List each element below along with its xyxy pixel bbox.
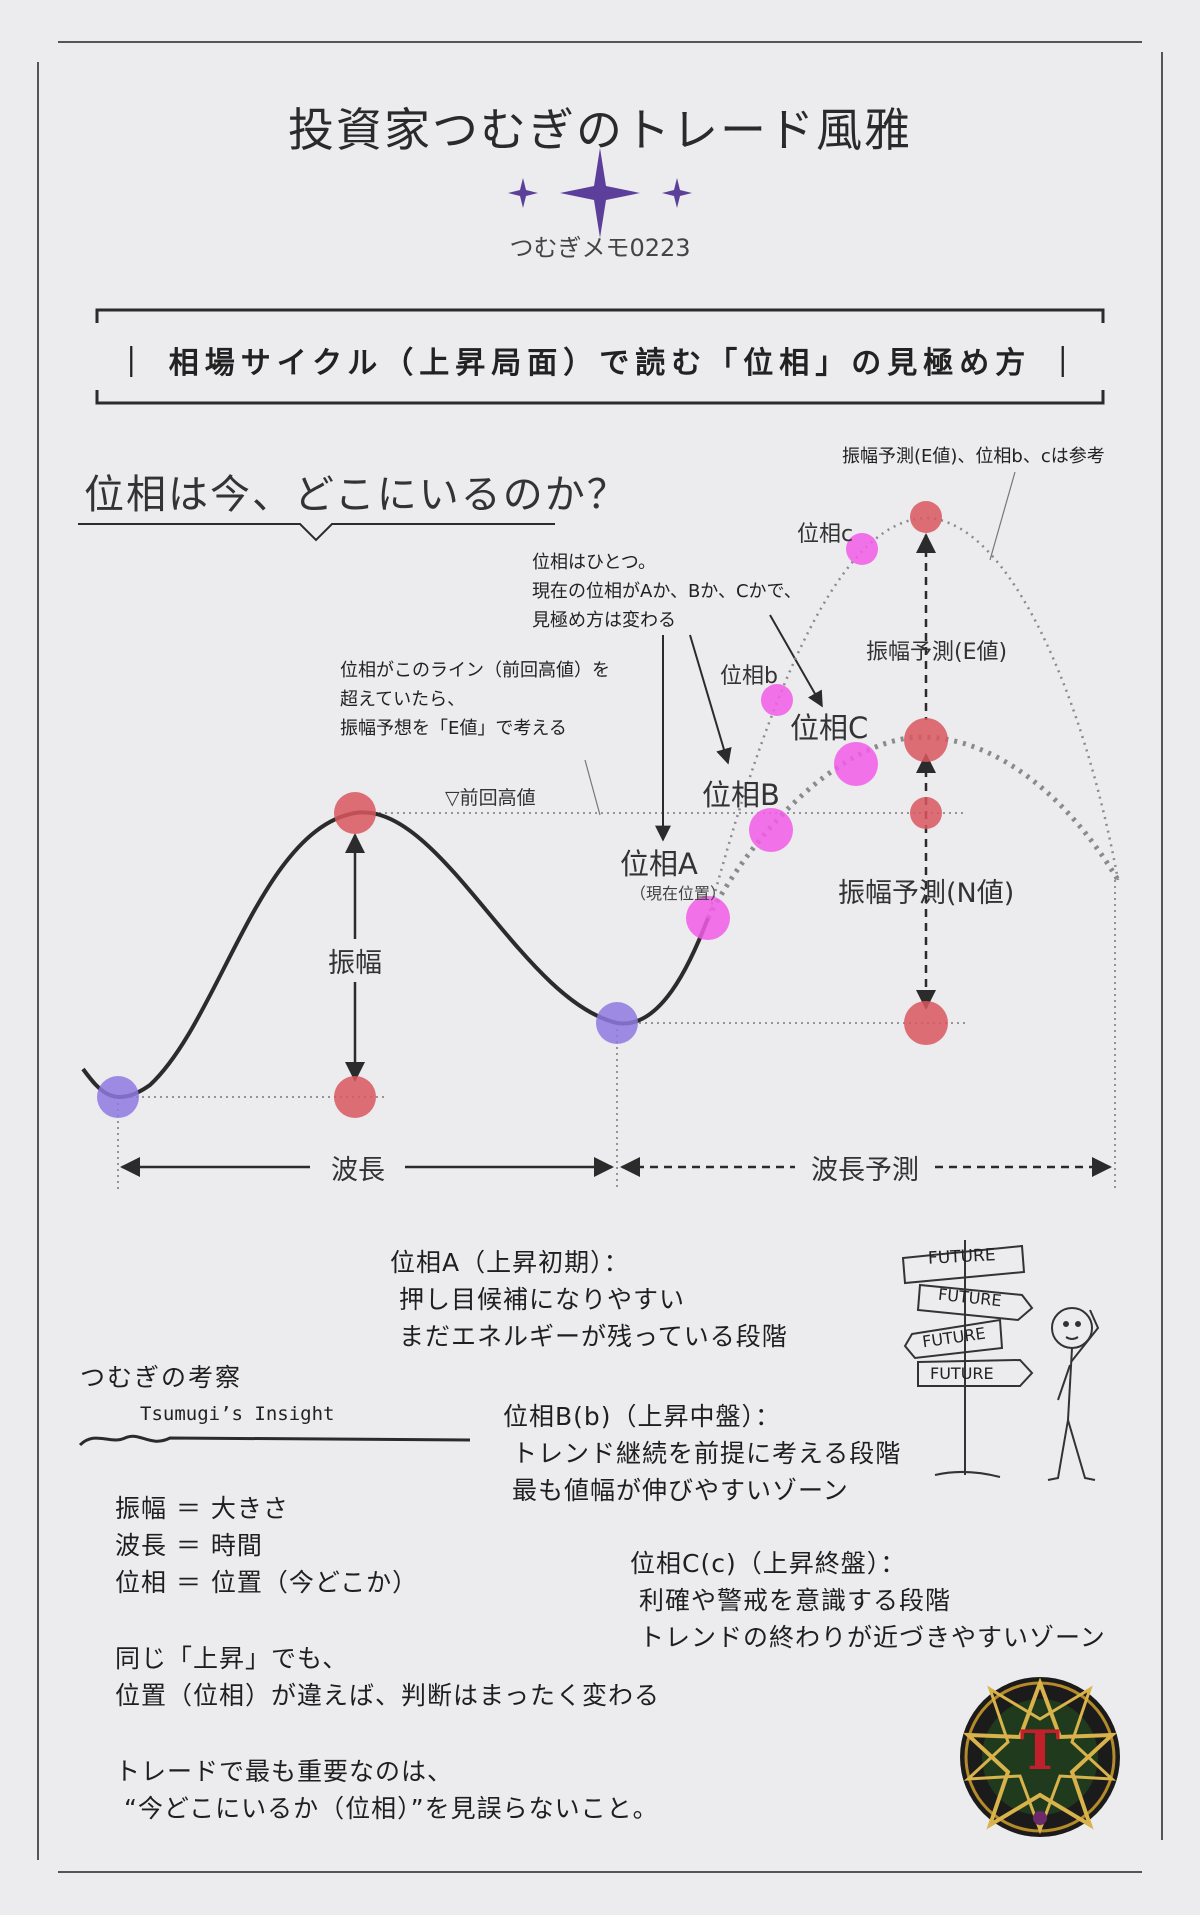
node-peak-n: [904, 718, 948, 762]
page-title: 投資家つむぎのトレード風雅: [288, 103, 912, 157]
arrow-to-phase-b: [689, 634, 732, 765]
label-wavelength: 波長: [331, 1155, 385, 1186]
prev-high-leader: [584, 759, 601, 816]
question-underline: [78, 523, 555, 542]
insight-subheading: Tsumugi’s Insight: [140, 1403, 335, 1425]
node-prev-high-proj: [910, 797, 942, 829]
subtitle-bracket-bottom: [95, 390, 1105, 405]
signpost-board-4: FUTURE: [930, 1364, 994, 1383]
insight-paragraph-2: トレードで最も重要なのは、 “今どこにいるか（位相）”を見誤らないこと。: [115, 1757, 659, 1823]
node-phase-c: [834, 742, 878, 786]
phase-c-description: 位相C(c)（上昇終盤）： 利確や警戒を意識する段階 トレンドの終わりが近づきや…: [630, 1549, 1106, 1652]
label-amp-forecast-n: 振幅予測(N値): [838, 878, 1015, 909]
insight-definitions: 振幅 ＝ 大きさ 波長 ＝ 時間 位相 ＝ 位置（今どこか）: [115, 1494, 419, 1597]
label-phase-c-small: 位相c: [797, 522, 854, 547]
node-phase-b: [749, 808, 793, 852]
node-start-low: [97, 1076, 139, 1118]
label-phase-B: 位相B: [702, 778, 780, 812]
phase-a-description: 位相A（上昇初期）： 押し目候補になりやすい まだエネルギーが残っている段階: [390, 1248, 788, 1351]
insight-heading: つむぎの考察: [80, 1363, 243, 1392]
label-phase-b-small: 位相b: [720, 664, 778, 689]
node-phase-c-small: [846, 533, 878, 565]
memo-id: つむぎメモ0223: [509, 234, 691, 262]
label-phase-C: 位相C: [790, 711, 869, 745]
prev-high-note: 位相がこのライン（前回高値）を 超えていたら、 振幅予想を「E値」で考える: [340, 660, 610, 739]
phase-b-description: 位相B(b)（上昇中盤）： トレンド継続を前提に考える段階 最も値幅が伸びやすい…: [503, 1402, 902, 1505]
label-current-position: （現在位置）: [630, 884, 727, 903]
price-wave-curve: [81, 810, 710, 1099]
node-amp-base: [334, 1076, 376, 1118]
prev-high-label: ▽前回高値: [445, 787, 536, 809]
label-amplitude: 振幅: [328, 939, 382, 982]
insight-paragraph-1: 同じ「上昇」でも、 位置（位相）が違えば、判断はまったく変わる: [115, 1644, 661, 1710]
label-amp-forecast-e: 振幅予測(E値): [866, 640, 1008, 665]
label-phase-A: 位相A: [620, 847, 698, 881]
signpost-illustration: [901, 1240, 1034, 1478]
one-phase-note: 位相はひとつ。 現在の位相がAか、Bか、Cかで、 見極め方は変わる: [532, 552, 802, 631]
brand-emblem-logo: [960, 1677, 1120, 1837]
subtitle: ｜ 相場サイクル（上昇局面）で読む「位相」の見極め方 ｜: [116, 346, 1084, 381]
node-phase-b-small: [761, 684, 793, 716]
arrow-to-phase-c: [769, 614, 823, 708]
node-mid-low: [596, 1002, 638, 1044]
stick-figure-illustration: [1047, 1307, 1100, 1481]
subtitle-bracket-top: [95, 308, 1105, 323]
node-forecast-base: [904, 1001, 948, 1045]
ref-note-leader: [989, 471, 1016, 561]
question-heading: 位相は今、どこにいるのか？: [84, 472, 629, 518]
node-phase-a: [686, 896, 730, 940]
reference-note: 振幅予測(E値)、位相b、cは参考: [842, 446, 1105, 467]
label-wavelength-forecast: 波長予測: [811, 1155, 919, 1186]
sparkle-icon: [508, 148, 692, 238]
node-prev-high: [334, 792, 376, 834]
signpost-board-1: FUTURE: [927, 1245, 997, 1269]
node-peak-e: [910, 501, 942, 533]
insight-underline: [78, 1434, 471, 1447]
logo-letter: T: [1019, 1718, 1061, 1782]
forecast-curve-e: [706, 516, 1120, 919]
